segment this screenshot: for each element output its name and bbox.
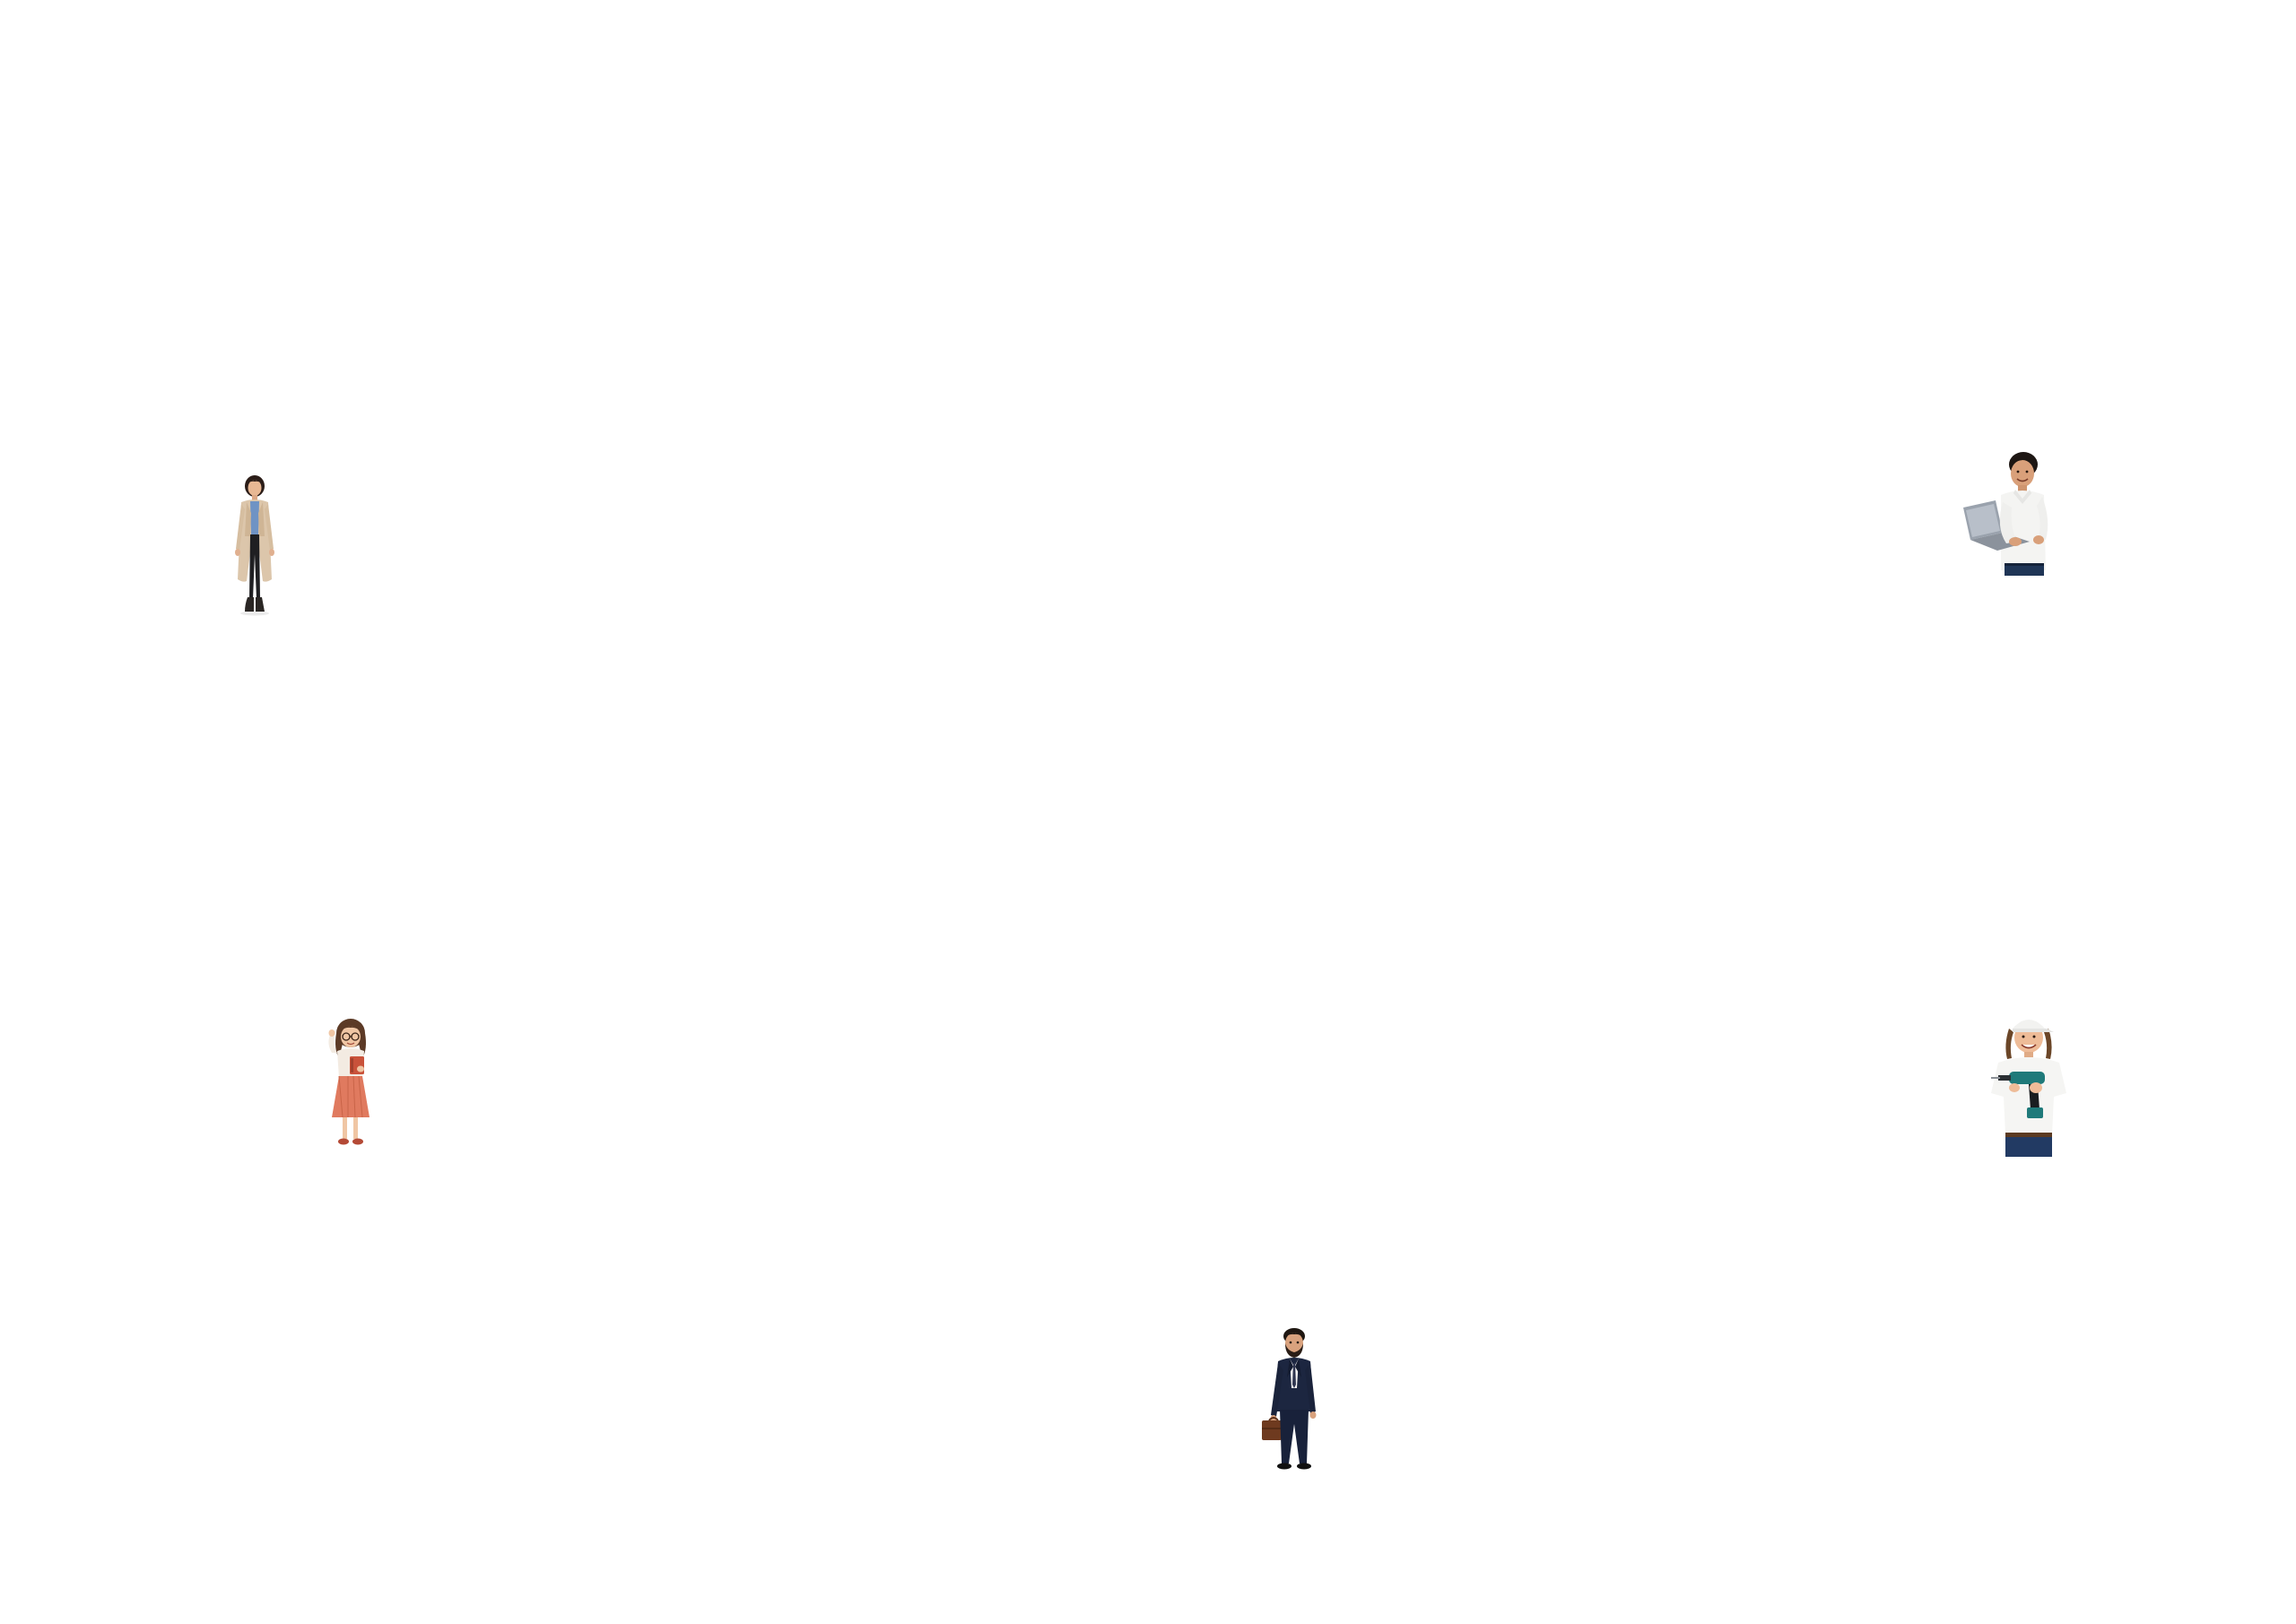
woman-in-trench-coat-icon xyxy=(235,475,274,616)
girl-with-glasses-holding-book-figure xyxy=(321,1017,377,1150)
bearded-businessman-with-briefcase-figure xyxy=(1260,1325,1325,1474)
girl-with-glasses-holding-book-icon xyxy=(328,1019,370,1145)
bearded-businessman-with-briefcase-icon xyxy=(1262,1328,1317,1470)
man-holding-laptop-figure xyxy=(1960,448,2055,579)
worker-with-cap-holding-drill-figure xyxy=(1982,1009,2075,1159)
man-holding-laptop-icon xyxy=(1963,452,2048,576)
worker-with-cap-holding-drill-icon xyxy=(1991,1020,2066,1157)
woman-in-trench-coat-figure xyxy=(227,473,283,617)
